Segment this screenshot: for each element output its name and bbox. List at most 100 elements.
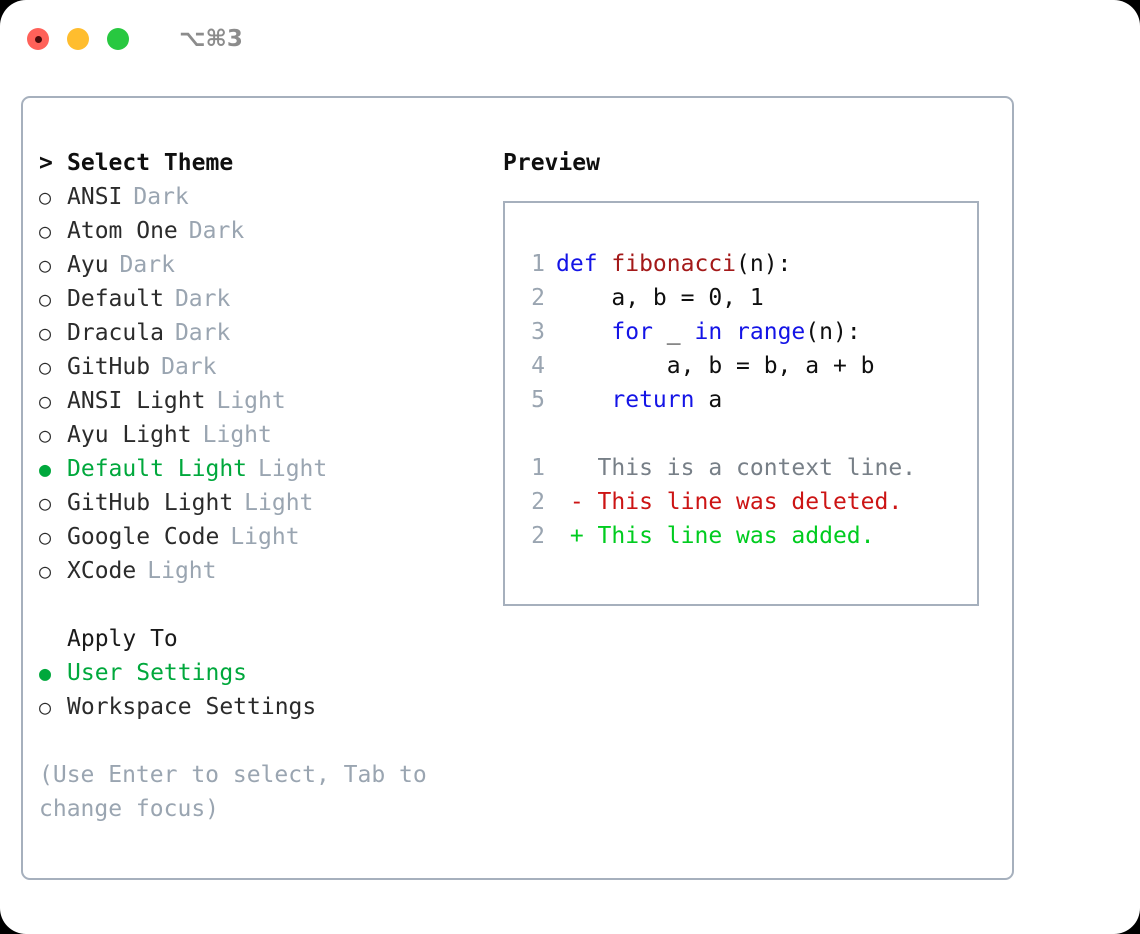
theme-category-tag: Light: [147, 558, 217, 584]
theme-list-item[interactable]: ○ Ayu Light Light: [39, 418, 489, 452]
theme-category-tag: Light: [202, 422, 272, 448]
theme-name-label: GitHub Light: [67, 490, 234, 516]
radio-unselected-icon: ○: [39, 525, 52, 549]
code-token: return: [611, 387, 695, 413]
code-line: 2 a, b = 0, 1: [519, 281, 977, 315]
theme-list-item[interactable]: ○ GitHub Light Light: [39, 486, 489, 520]
theme-name-label: GitHub: [67, 354, 151, 380]
radio-selected-icon: ●: [39, 661, 52, 685]
radio-selected-icon: ●: [39, 457, 52, 481]
code-token: range: [736, 319, 806, 345]
theme-name-label: Atom One: [67, 218, 178, 244]
line-number: 1: [531, 251, 545, 277]
theme-list-item[interactable]: ○ Google Code Light: [39, 520, 489, 554]
radio-unselected-icon: ○: [39, 355, 52, 379]
code-line: 3 for _ in range(n):: [519, 315, 977, 349]
theme-list-item[interactable]: ● Default Light Light: [39, 452, 489, 486]
apply-to-option[interactable]: ○ Workspace Settings: [39, 690, 489, 724]
code-token: a, b = 0, 1: [556, 285, 764, 311]
theme-category-tag: Dark: [174, 286, 231, 312]
line-number: 4: [531, 353, 545, 379]
recording-indicator-icon: [34, 35, 42, 43]
code-token: fibonacci: [611, 251, 737, 277]
diff-line: 2 - This line was deleted.: [519, 485, 977, 519]
code-token: (n):: [805, 319, 861, 345]
select-theme-header: > Select Theme: [39, 146, 489, 180]
diff-line: 1 This is a context line.: [519, 451, 977, 485]
radio-unselected-icon: ○: [39, 559, 52, 583]
apply-to-options: ● User Settings ○ Workspace Settings: [39, 656, 489, 724]
preview-title: Preview: [503, 150, 600, 176]
radio-unselected-icon: ○: [39, 389, 52, 413]
select-theme-title: Select Theme: [67, 150, 234, 176]
theme-list-item[interactable]: ○ Atom One Dark: [39, 214, 489, 248]
close-button[interactable]: [27, 28, 49, 50]
radio-unselected-icon: ○: [39, 185, 52, 209]
theme-list-item[interactable]: ○ Default Dark: [39, 282, 489, 316]
theme-category-tag: Light: [244, 490, 314, 516]
theme-category-tag: Dark: [188, 218, 245, 244]
prompt-marker-icon: >: [39, 150, 53, 176]
keyboard-shortcut-label: ⌥⌘3: [179, 26, 243, 52]
theme-name-label: Dracula: [67, 320, 164, 346]
apply-to-section: Apply To ● User Settings ○ Workspace Settin…: [39, 622, 489, 724]
code-token: [556, 315, 611, 349]
theme-name-label: Default: [67, 286, 164, 312]
code-token: def: [556, 251, 612, 277]
code-token: This is a context line.: [556, 455, 917, 481]
radio-unselected-icon: ○: [39, 423, 52, 447]
code-spacer: [519, 417, 977, 451]
code-token: - This line was deleted.: [556, 489, 903, 515]
diff-sample: 1 This is a context line.2 - This line w…: [519, 451, 977, 553]
line-number: 5: [531, 387, 545, 413]
theme-name-label: Ayu Light: [67, 422, 192, 448]
code-token: (n):: [736, 251, 792, 277]
code-token: for: [611, 319, 653, 345]
code-line: 1 def fibonacci(n):: [519, 247, 977, 281]
code-line: 4 a, b = b, a + b: [519, 349, 977, 383]
radio-unselected-icon: ○: [39, 287, 52, 311]
radio-unselected-icon: ○: [39, 219, 52, 243]
radio-unselected-icon: ○: [39, 491, 52, 515]
apply-to-label: Workspace Settings: [67, 694, 317, 720]
code-token: [556, 383, 611, 417]
theme-category-tag: Light: [258, 456, 328, 482]
theme-category-tag: Dark: [161, 354, 217, 380]
theme-list-item[interactable]: ○ Ayu Dark: [39, 248, 489, 282]
theme-list-item[interactable]: ○ GitHub Dark: [39, 350, 489, 384]
theme-name-label: Ayu: [67, 252, 109, 278]
code-token: in: [694, 319, 723, 345]
code-line: 5 return a: [519, 383, 977, 417]
traffic-lights: [27, 28, 129, 50]
code-token: + This line was added.: [556, 523, 875, 549]
minimize-button[interactable]: [67, 28, 89, 50]
line-number: 2: [531, 523, 545, 549]
apply-to-title: Apply To: [67, 626, 178, 652]
apply-to-label: User Settings: [67, 660, 248, 686]
title-bar: ⌥⌘3: [0, 0, 1140, 78]
theme-category-tag: Dark: [174, 320, 231, 346]
apply-to-option[interactable]: ● User Settings: [39, 656, 489, 690]
theme-category-tag: Light: [230, 524, 300, 550]
code-token: _: [652, 319, 695, 345]
theme-category-tag: Dark: [119, 252, 175, 278]
radio-unselected-icon: ○: [39, 253, 52, 277]
radio-unselected-icon: ○: [39, 695, 52, 719]
line-number: 2: [531, 489, 545, 515]
theme-name-label: Google Code: [67, 524, 220, 550]
keyboard-hint-text: (Use Enter to select, Tab to change focu…: [39, 762, 427, 822]
maximize-button[interactable]: [107, 28, 129, 50]
theme-category-tag: Dark: [133, 184, 189, 210]
theme-name-label: Default Light: [67, 456, 248, 482]
theme-name-label: ANSI Light: [67, 388, 206, 414]
